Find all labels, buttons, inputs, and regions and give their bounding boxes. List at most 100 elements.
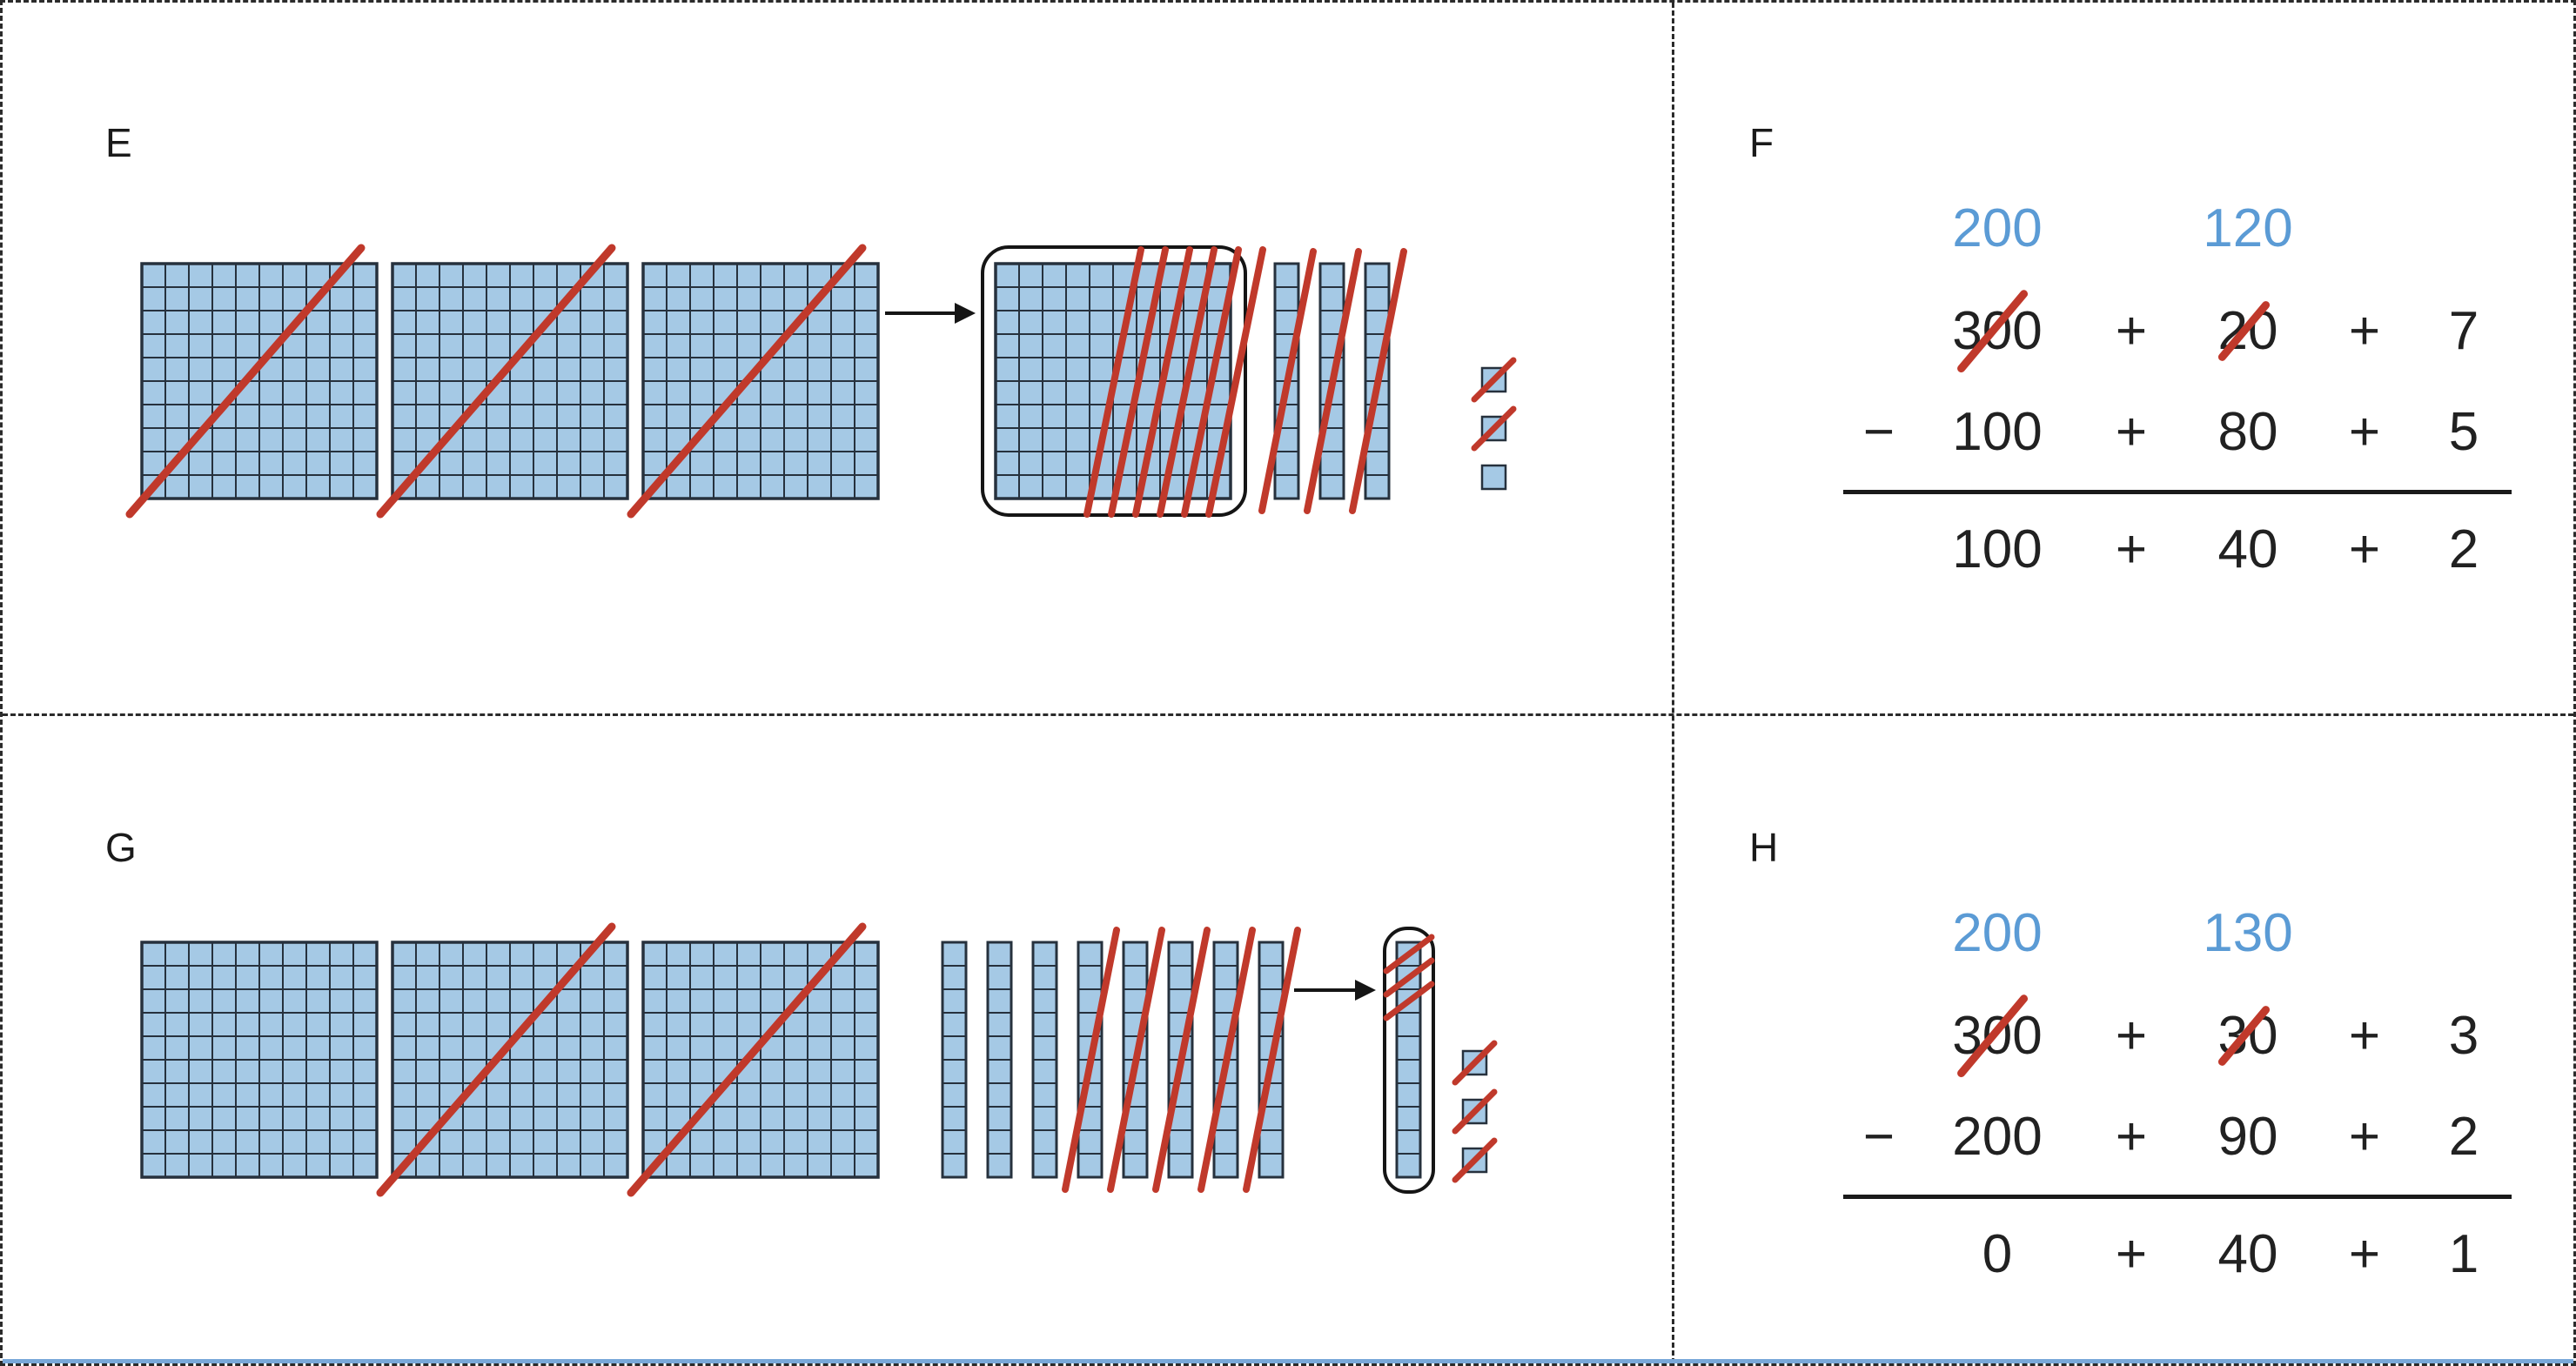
base-ten-blocks-diagram-e (125, 244, 1517, 519)
panel-f-label: F (1749, 120, 1774, 165)
minuend-tens: 30 (2217, 1006, 2278, 1066)
subtrahend-ones: 2 (2448, 1107, 2479, 1167)
column-spacer (2080, 177, 2183, 281)
cross-out-slash (1452, 1088, 1498, 1135)
column-spacer (1843, 1204, 1915, 1305)
cross-out-slash (1197, 927, 1256, 1193)
ones-unit (1452, 1088, 1498, 1135)
cross-out-slash (1083, 246, 1144, 518)
column-spacer (1843, 499, 1915, 600)
ones-unit (1480, 464, 1507, 491)
tens-rod (1243, 927, 1301, 1193)
subtrahend-ones: 5 (2448, 402, 2479, 462)
cross-out-slash (1471, 357, 1517, 403)
minus-operator: − (1862, 402, 1895, 462)
panel-g-label: G (105, 825, 137, 870)
cross-out-slash (1152, 927, 1211, 1193)
cross-out-slash (125, 244, 366, 519)
difference-ones: 1 (2448, 1224, 2479, 1284)
subtrahend-tens: 90 (2217, 1107, 2278, 1167)
decomposition-outline (1383, 927, 1435, 1194)
base-ten-blocks-diagram-g (140, 922, 1498, 1197)
minuend-ones: 7 (2448, 301, 2479, 361)
tens-rod (986, 941, 1013, 1179)
difference-row: 100 + 40 + 2 (1843, 499, 2512, 600)
difference-row: 0 + 40 + 1 (1843, 1204, 2512, 1305)
hundreds-block (125, 244, 379, 519)
subtrahend-hundreds: 200 (1952, 1107, 2043, 1167)
panel-h-label: H (1749, 825, 1779, 870)
plus-operator: + (2115, 301, 2148, 361)
tens-rod (1152, 927, 1211, 1193)
subtrahend-row: − 200 + 90 + 2 (1843, 1087, 2512, 1188)
minuend-row: 300 + 30 + 3 (1843, 986, 2512, 1087)
tens-rod (1062, 927, 1120, 1193)
cross-out-slash (1349, 248, 1407, 514)
regrouped-hundreds: 200 (1952, 903, 2043, 963)
column-spacer (1843, 881, 1915, 986)
subtrahend-hundreds: 100 (1952, 402, 2043, 462)
plus-operator: + (2115, 1006, 2148, 1066)
panel-e-label: E (105, 120, 132, 165)
cross-out-slash (376, 244, 616, 519)
cross-out-slash (1157, 246, 1218, 518)
minuend-tens: 20 (2217, 301, 2278, 361)
tens-rod (1197, 927, 1256, 1193)
plus-operator: + (2348, 301, 2381, 361)
column-spacer (1843, 986, 1915, 1087)
regrouped-values-row: 200 120 (1843, 177, 2512, 281)
tens-rod (1349, 248, 1407, 514)
ones-unit (1452, 1040, 1498, 1086)
cross-out-slash (1452, 1137, 1498, 1183)
hundreds-block (627, 922, 880, 1197)
plus-operator: + (2348, 402, 2381, 462)
plus-operator: + (2115, 1107, 2148, 1167)
hundreds-block (140, 941, 379, 1179)
panel-g: G (3, 716, 1674, 1363)
cross-out-slash (627, 922, 867, 1197)
subtrahend-row: − 100 + 80 + 5 (1843, 382, 2512, 483)
window-bottom-edge (3, 1359, 2573, 1363)
column-spacer (2416, 881, 2512, 986)
column-spacer (2416, 177, 2512, 281)
panel-e: E (3, 3, 1674, 716)
cross-out-slash (1108, 246, 1169, 518)
cross-out-slash (1243, 927, 1301, 1193)
plus-operator: + (2348, 1107, 2381, 1167)
cross-out-slash (1452, 1040, 1498, 1086)
decomposed-hundred (981, 245, 1266, 518)
regrouped-hundreds: 200 (1952, 198, 2043, 258)
cross-out-slash (376, 922, 616, 1197)
cross-out-slash (1383, 957, 1435, 998)
decomposed-ten (1383, 927, 1435, 1194)
cross-out-slash (1205, 246, 1266, 518)
difference-hundreds: 100 (1952, 519, 2043, 579)
cross-out-slash (1383, 981, 1435, 1021)
column-spacer (2313, 881, 2416, 986)
tens-rod (1031, 941, 1058, 1179)
equals-line (1843, 490, 2512, 494)
hundreds-block (376, 244, 629, 519)
panel-f: F 200 120 300 + 20 + 7 − 100 + (1674, 3, 2573, 716)
cross-out-slash (1107, 927, 1165, 1193)
cross-out-slash (1471, 405, 1517, 452)
difference-ones: 2 (2448, 519, 2479, 579)
hundreds-block (376, 922, 629, 1197)
column-spacer (1843, 177, 1915, 281)
equals-line (1843, 1195, 2512, 1199)
minuend-ones: 3 (2448, 1006, 2479, 1066)
hundreds-block (627, 244, 880, 519)
plus-operator: + (2115, 519, 2148, 579)
regrouped-tens: 130 (2203, 903, 2293, 963)
ones-unit (1452, 1137, 1498, 1183)
panel-divider-vertical (1672, 3, 1674, 1363)
cross-out-slash (1132, 246, 1193, 518)
tens-rod (941, 941, 968, 1179)
plus-operator: + (2348, 1224, 2381, 1284)
plus-operator: + (2115, 402, 2148, 462)
subtraction-problem-h: 200 130 300 + 30 + 3 − 200 + 90 + 2 (1843, 881, 2512, 1305)
subtrahend-tens: 80 (2217, 402, 2278, 462)
minuend-hundreds: 300 (1952, 301, 2043, 361)
panel-divider-horizontal (3, 713, 2573, 716)
regrouped-values-row: 200 130 (1843, 881, 2512, 986)
